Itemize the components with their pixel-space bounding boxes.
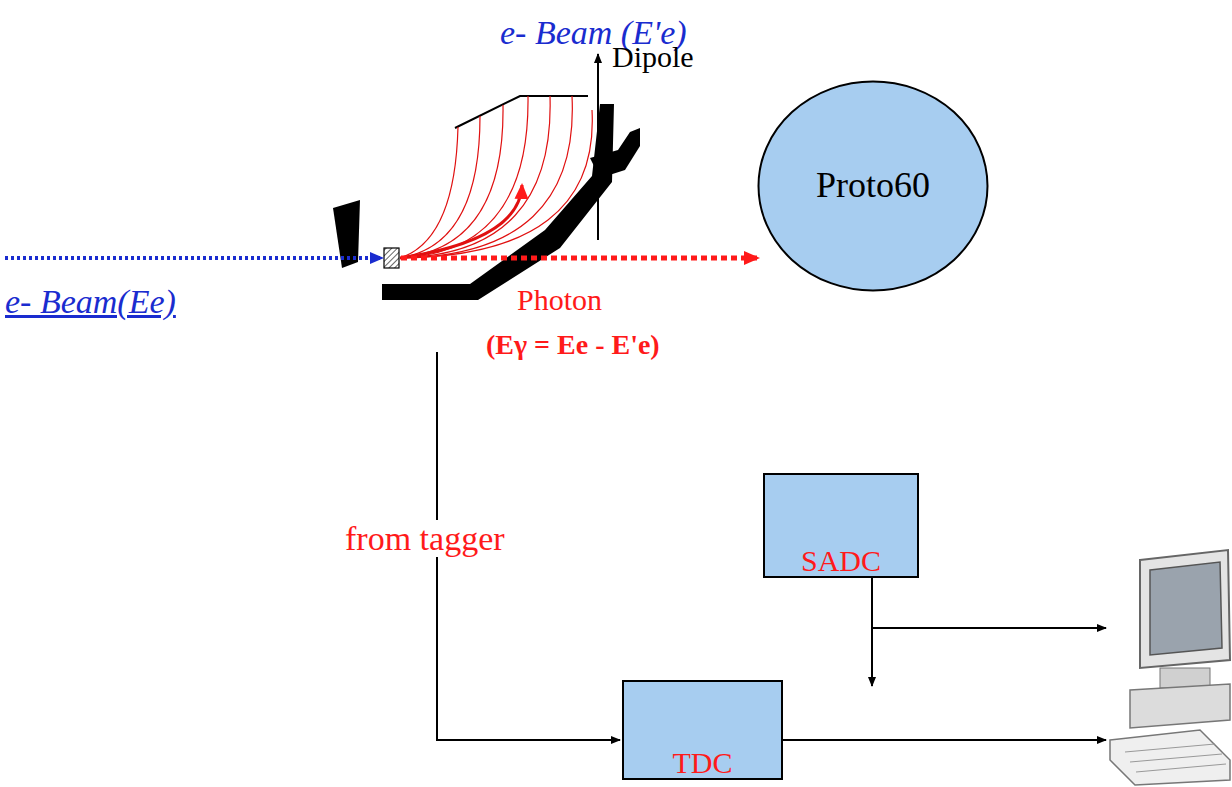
detector-ellipse: Proto60 (757, 80, 989, 292)
sadc-wire (872, 627, 1106, 629)
photon-label: Photon (517, 283, 602, 316)
computer-icon (1110, 550, 1230, 785)
node-text: Proto60 (816, 167, 930, 205)
electron-trajectories (400, 96, 592, 258)
electron-beam-in (5, 256, 382, 260)
dipole-label: Dipole (612, 40, 694, 73)
node-text: SADC (801, 545, 881, 577)
dipole-yoke (382, 104, 614, 300)
radiator-target (384, 248, 399, 268)
tagger-focal-plane (455, 96, 588, 128)
tdc-wire (783, 739, 1106, 741)
beam-in-label: e- Beam(Ee) (5, 283, 176, 320)
tagger-signal-label: from tagger (342, 520, 508, 557)
dipole-yoke (590, 128, 640, 178)
tdc-module: TDC (622, 680, 783, 780)
photon-energy-formula: (Eγ = Ee - E'e) (486, 330, 660, 361)
node-text: TDC (673, 747, 733, 779)
sadc-module: SADC (763, 473, 919, 578)
sadc-wire (871, 578, 873, 686)
photon-beam (401, 256, 758, 261)
highlighted-trajectory (400, 185, 522, 258)
